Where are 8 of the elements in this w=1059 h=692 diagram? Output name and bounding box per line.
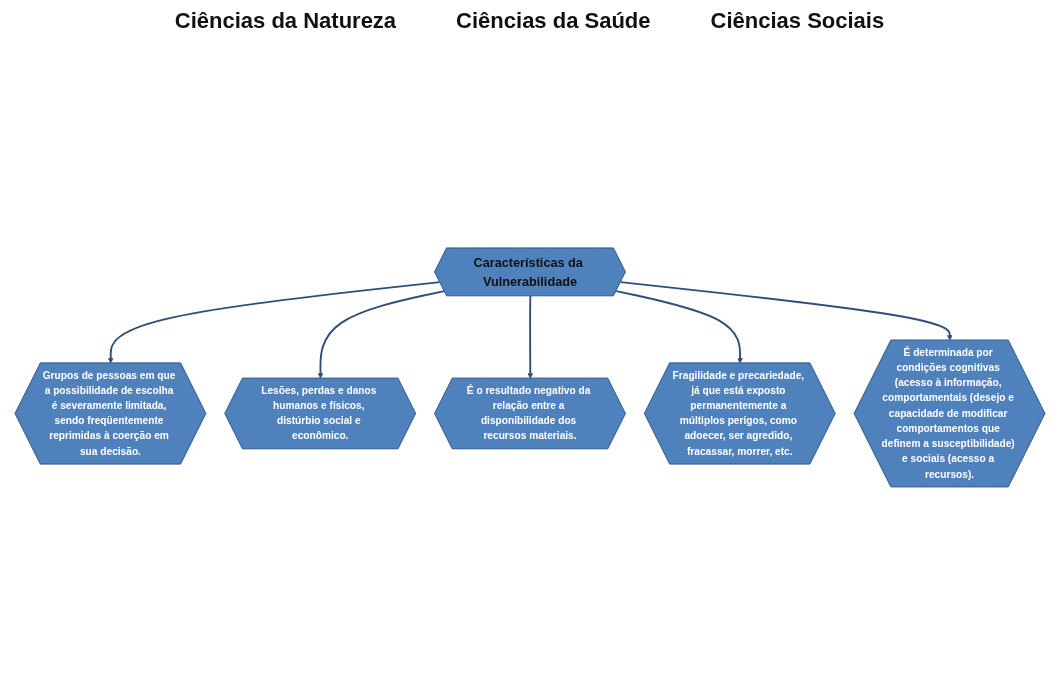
arrow xyxy=(619,280,953,341)
category-label: Ciências Sociais xyxy=(710,8,885,34)
arrow xyxy=(107,280,441,364)
arrow xyxy=(317,289,445,379)
arrow xyxy=(527,294,533,379)
category-label: Ciências da Saúde xyxy=(456,8,651,34)
arrow xyxy=(614,289,743,364)
category-label: Ciências da Natureza xyxy=(174,8,397,34)
